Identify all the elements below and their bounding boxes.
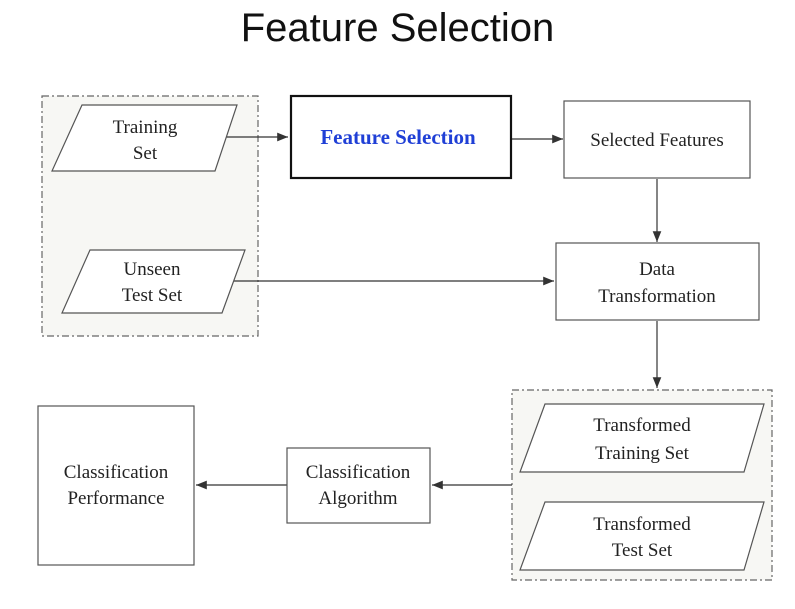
classification-algorithm-node: Classification Algorithm <box>286 447 431 524</box>
classification-performance-label-line2: Performance <box>67 488 164 509</box>
unseen-test-set-label-line2: Test Set <box>122 285 183 306</box>
classification-algorithm-label-line1: Classification <box>306 462 411 483</box>
training-set-label-line2: Set <box>133 143 158 164</box>
data-transformation-node: Data Transformation <box>555 242 760 321</box>
selected-features-label: Selected Features <box>590 130 723 151</box>
training-set-label-line1: Training <box>113 117 178 138</box>
data-transformation-label-line1: Data <box>639 259 675 280</box>
transformed-test-set-label-line1: Transformed <box>593 514 691 535</box>
unseen-test-set-label-line1: Unseen <box>124 259 181 280</box>
page-title: Feature Selection <box>240 6 555 50</box>
feature-selection-label: Feature Selection <box>320 125 476 149</box>
classification-performance-label-line1: Classification <box>64 462 169 483</box>
classification-performance-node: Classification Performance <box>37 405 195 566</box>
classification-algorithm-label-line2: Algorithm <box>318 488 397 509</box>
selected-features-node: Selected Features <box>563 100 751 179</box>
transformed-training-set-node: Transformed Training Set <box>519 403 765 473</box>
transformed-training-set-label-line2: Training Set <box>595 443 690 464</box>
transformed-training-set-label-line1: Transformed <box>593 415 691 436</box>
training-set-node: Training Set <box>51 104 238 172</box>
transformed-test-set-node: Transformed Test Set <box>519 501 765 571</box>
transformed-test-set-label-line2: Test Set <box>612 540 673 561</box>
feature-selection-node: Feature Selection <box>289 94 513 180</box>
unseen-test-set-node: Unseen Test Set <box>61 249 246 314</box>
data-transformation-label-line2: Transformation <box>598 286 716 307</box>
